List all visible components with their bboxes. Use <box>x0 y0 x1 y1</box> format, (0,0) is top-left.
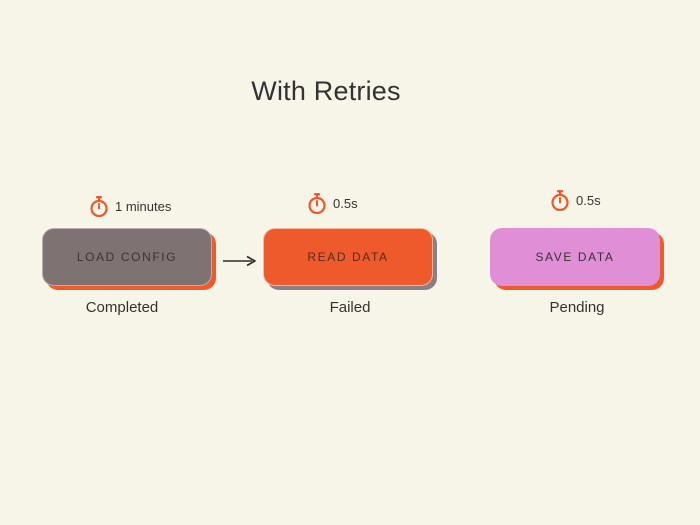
step-3-duration: 0.5s <box>576 192 601 208</box>
step-1-timer: 1 minutes <box>89 194 171 218</box>
step-3-timer: 0.5s <box>550 188 601 212</box>
step-node-read-data[interactable]: READ DATA <box>263 228 437 290</box>
step-2-status: Failed <box>329 299 371 316</box>
stopwatch-icon <box>308 193 326 214</box>
step-3-box: SAVE DATA <box>490 228 660 286</box>
step-2-duration: 0.5s <box>333 195 358 211</box>
stopwatch-icon <box>551 190 569 211</box>
step-2-label: READ DATA <box>307 250 389 264</box>
step-2-box: READ DATA <box>263 228 433 286</box>
step-1-label: LOAD CONFIG <box>76 250 178 264</box>
step-node-load-config[interactable]: LOAD CONFIG <box>42 228 216 290</box>
step-1-box: LOAD CONFIG <box>42 228 212 286</box>
step-3-label: SAVE DATA <box>535 250 615 264</box>
stopwatch-icon <box>90 196 108 217</box>
step-3-status: Pending <box>549 299 605 316</box>
step-1-status: Completed <box>85 299 159 316</box>
step-node-save-data[interactable]: SAVE DATA <box>490 228 664 290</box>
arrow-right-icon <box>223 255 256 267</box>
step-1-duration: 1 minutes <box>115 198 172 214</box>
diagram-title: With Retries <box>251 76 401 106</box>
step-2-timer: 0.5s <box>307 191 358 215</box>
